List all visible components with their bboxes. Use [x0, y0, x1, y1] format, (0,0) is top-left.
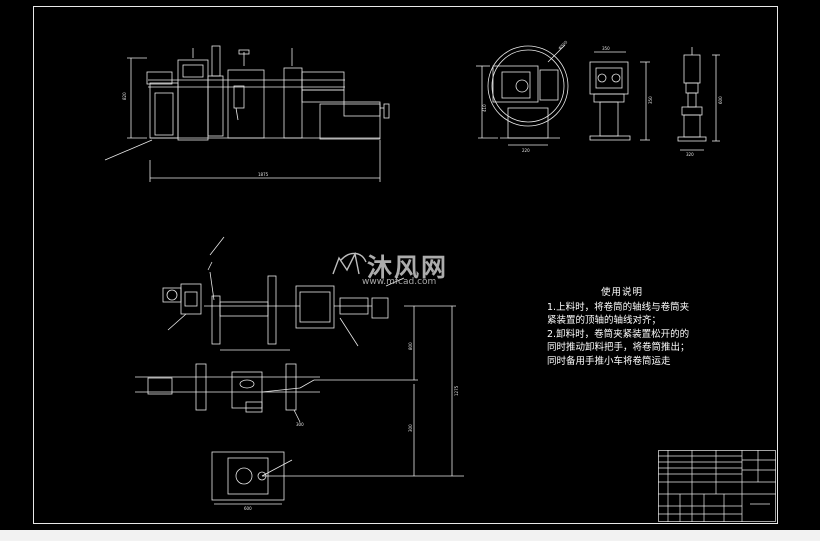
- usage-notes: 使用说明 1.上料时，将卷筒的轴线与卷筒夹紧装置的顶轴的轴线对齐； 2.卸料时，…: [547, 286, 697, 368]
- far-view: [677, 47, 720, 151]
- dim-far-height: 600: [718, 96, 723, 104]
- end-view: [589, 51, 650, 141]
- dimension-labels: 1875 820 220 410 Φ500 350 350 320 600 60…: [122, 39, 723, 511]
- usage-notes-title: 使用说明: [600, 287, 643, 298]
- drawing-border: [33, 6, 778, 524]
- usage-note-line: 1.上料时，将卷筒的轴线与卷筒夹紧装置的顶轴的轴线对齐；: [547, 301, 690, 327]
- dim-plan-width: 600: [244, 506, 252, 511]
- dim-end-width: 350: [602, 46, 610, 51]
- dim-end-height: 350: [648, 96, 653, 104]
- dim-far-width: 320: [686, 152, 694, 157]
- watermark-url: www.mfcad.com: [362, 277, 437, 287]
- dim-plan-offset: 300: [408, 424, 413, 432]
- usage-note-line: 2.卸料时，卷筒夹紧装置松开的的同时推动卸料把手，将卷筒推出；同时备用手推小车将…: [547, 328, 690, 367]
- front-view: [104, 45, 390, 182]
- title-block: [658, 450, 776, 522]
- dim-front-height: 820: [122, 92, 127, 100]
- watermark-brand: 沐风网: [367, 253, 449, 282]
- dim-plan-total: 1275: [454, 385, 459, 396]
- watermark-logo: [332, 251, 367, 275]
- dim-side-height: 410: [482, 104, 487, 112]
- dim-side-diameter: Φ500: [557, 39, 568, 50]
- plan-view: [135, 236, 464, 505]
- dim-plan-small: 300: [296, 422, 304, 427]
- bottom-strip: [0, 530, 820, 541]
- dim-plan-height: 800: [408, 342, 413, 350]
- dim-front-width: 1875: [258, 172, 269, 177]
- side-view: [476, 44, 569, 146]
- dim-side-width: 220: [522, 148, 530, 153]
